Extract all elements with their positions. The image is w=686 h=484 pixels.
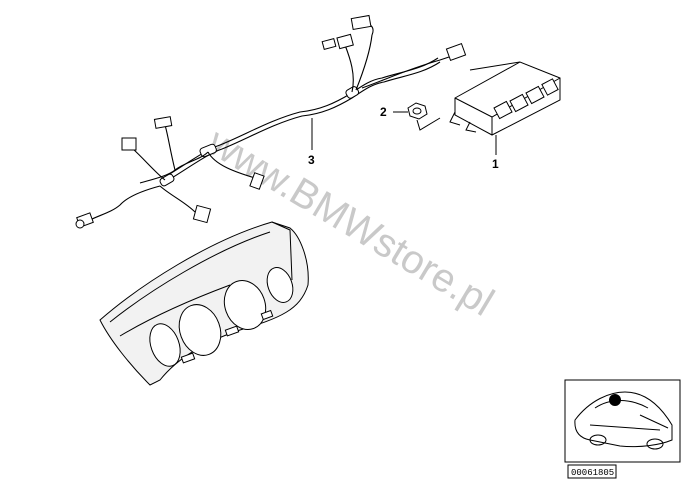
callout-3: 3 — [308, 118, 315, 167]
control-module — [449, 61, 561, 136]
callout-label: 3 — [308, 153, 315, 167]
callout-2: 2 — [380, 105, 441, 131]
connector-icon — [75, 14, 467, 229]
callout-1: 1 — [492, 135, 499, 171]
wiring-harness — [75, 14, 467, 229]
callout-label: 2 — [380, 105, 387, 119]
car-location-icon — [574, 391, 673, 450]
reference-number: 00061805 — [571, 468, 614, 478]
thumbnail-locator: 00061805 — [564, 379, 681, 479]
hex-nut — [407, 102, 428, 120]
instrument-panel-housing — [99, 221, 309, 386]
callout-label: 1 — [492, 157, 499, 171]
